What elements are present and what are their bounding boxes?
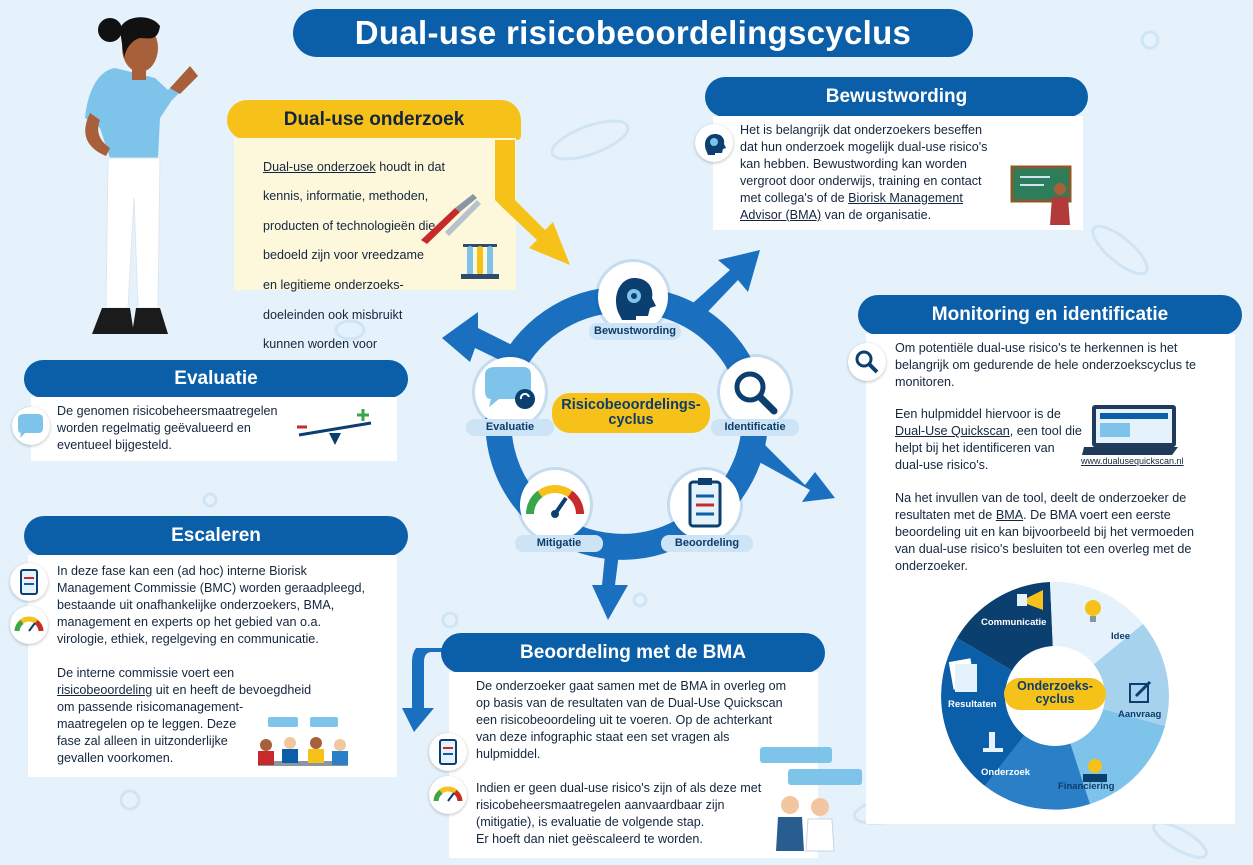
cycle-label-beoordeling: Beoordeling [661,535,753,552]
cycle-label-evaluatie: Evaluatie [466,419,554,436]
magnifier-icon-small [848,343,886,381]
wheel-label-onderzoek: Onderzoek [981,767,1031,778]
two-people-talking-illustration [760,747,862,852]
dual-use-heading: Dual-use onderzoek [227,100,521,140]
gauge-icon [520,470,590,540]
gauge-icon-small [10,606,48,644]
research-cycle-center-label: Onderzoeks- cyclus [1004,678,1106,710]
wheel-label-communicatie: Communicatie [981,617,1047,628]
brain-gear-icon [695,124,733,162]
bma-link[interactable]: Biorisk Management [848,191,963,205]
chat-refresh-icon [475,357,545,427]
escaleren-heading: Escaleren [24,516,408,556]
beoordeling-card: De onderzoeker gaat samen met de BMA in … [449,672,818,858]
bma-link-3[interactable]: BMA [995,508,1024,522]
arrow-to-evaluatie [442,312,518,365]
bma-link-2[interactable]: Advisor (BMA) [740,208,822,222]
cycle-label-mitigatie: Mitigatie [515,535,603,552]
teacher-board-icon [1010,165,1072,225]
arrow-to-bewustwording [685,250,760,322]
presenter-illustration [85,17,198,334]
bewustwording-card: Het is belangrijk dat onderzoekers besef… [713,116,1083,230]
clipboard-checklist-icon [670,470,740,540]
wheel-label-financiering: Financiering [1058,781,1115,792]
monitoring-heading: Monitoring en identificatie [858,295,1242,335]
dual-use-link[interactable]: Dual-use onderzoek [263,159,376,174]
yellow-arrow [495,140,570,265]
balance-scale-icon [297,409,372,445]
beoordeling-heading: Beoordeling met de BMA [441,633,825,673]
bewustwording-heading: Bewustwording [705,77,1088,117]
risicobeoordeling-link[interactable]: risicobeoordeling [57,683,153,697]
wheel-label-idee: Idee [1111,631,1131,642]
arrow-to-beoordeling [592,545,628,620]
arrow-to-monitoring [752,440,835,502]
evaluatie-card: De genomen risicobeheersmaatregelen word… [31,397,397,461]
escaleren-card: In deze fase kan een (ad hoc) interne Bi… [28,555,397,777]
wheel-label-resultaten: Resultaten [948,699,997,710]
clipboard-icon-small [10,563,48,601]
gauge-icon-small-2 [429,776,467,814]
cycle-label-identificatie: Identificatie [711,419,799,436]
chat-icon-small [12,407,50,445]
magnifier-icon [720,357,790,427]
wheel-label-aanvraag: Aanvraag [1118,709,1162,720]
knife-testtubes-icon [421,194,499,279]
quickscan-link[interactable]: Dual-Use Quickscan [895,424,1010,438]
quickscan-url-link[interactable]: www.dualusequickscan.nl [1081,456,1184,466]
cycle-label-bewustwording: Bewustwording [589,323,681,340]
laptop-icon [1082,405,1178,455]
risk-cycle-center-label: Risicobeoordelings- cyclus [552,393,710,433]
brain-gear-icon [598,262,668,332]
evaluatie-heading: Evaluatie [24,360,408,398]
research-cycle-wheel [941,581,1169,810]
meeting-illustration [258,717,348,766]
page-title: Dual-use risicobeoordelingscyclus [293,9,973,57]
arrow-to-escaleren [402,648,450,732]
clipboard-icon-small-2 [429,733,467,771]
